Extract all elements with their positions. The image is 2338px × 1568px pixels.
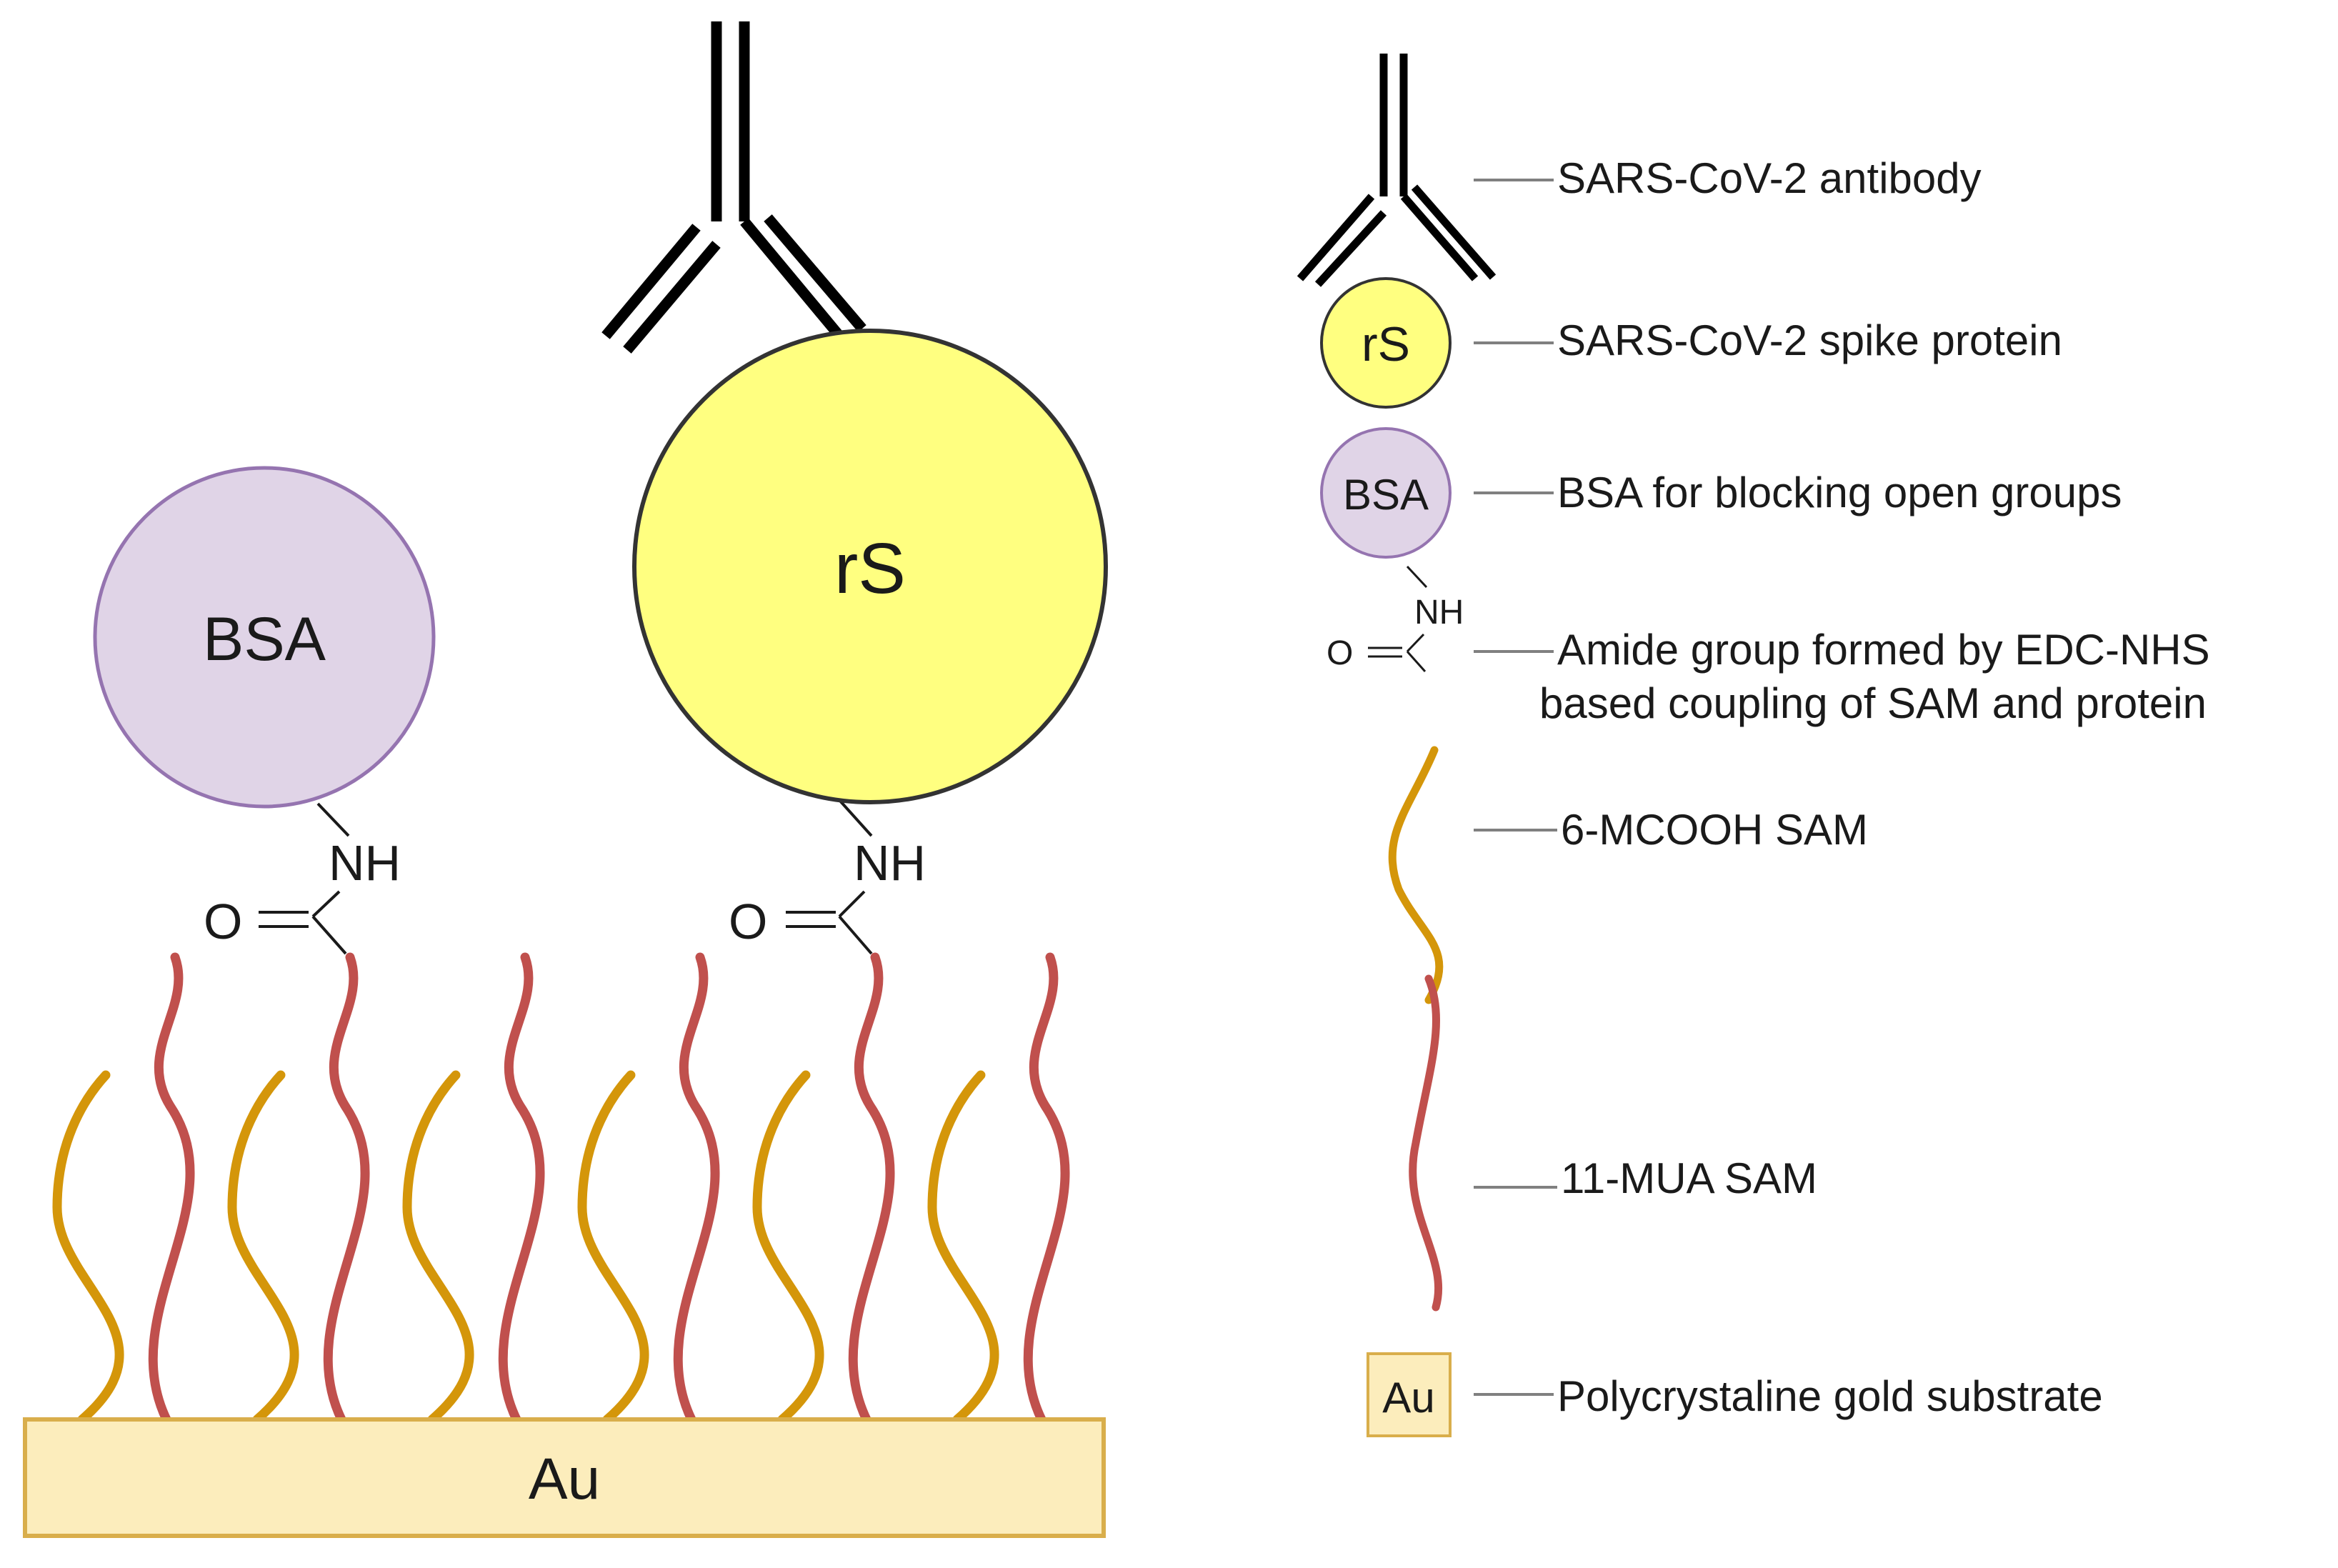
legend-label-mcooh: 6-MCOOH SAM xyxy=(1561,806,1868,854)
legend-label-bsa: BSA for blocking open groups xyxy=(1557,469,2122,516)
amide-o-left: O xyxy=(204,894,242,949)
mua-chain xyxy=(148,952,195,1424)
bsa-label: BSA xyxy=(203,605,326,674)
mua-chain xyxy=(848,952,895,1424)
mcooh-chain xyxy=(927,1070,999,1424)
legend-amide-o: O xyxy=(1327,634,1353,672)
legend: SARS-CoV-2 antibody rS SARS-CoV-2 spike … xyxy=(1297,54,2210,1437)
amide-c-n-bond xyxy=(311,890,341,918)
legend-mcooh-chain-icon xyxy=(1388,746,1444,1004)
gold-substrate-block xyxy=(23,1417,1106,1538)
legend-label-antibody: SARS-CoV-2 antibody xyxy=(1557,154,1982,202)
legend-spike-protein-icon xyxy=(1320,277,1452,409)
legend-mua-chain-icon xyxy=(1409,974,1443,1312)
legend-label-amide-line1: Amide group formed by EDC-NHS xyxy=(1557,626,2210,674)
bsa-circle xyxy=(93,466,436,809)
gold-substrate: Au xyxy=(23,1417,1106,1538)
legend-bsa-icon xyxy=(1320,427,1452,559)
mcooh-chain xyxy=(227,1070,299,1424)
legend-gold-substrate-symbol: Au xyxy=(1382,1374,1434,1422)
gold-substrate-label: Au xyxy=(529,1447,600,1512)
antibody-arm-right-inner xyxy=(740,218,844,339)
mcooh-chain xyxy=(752,1070,824,1424)
antibody-arm-left-outer xyxy=(601,224,701,339)
amide-c-chain-bond xyxy=(838,915,873,955)
mcooh-sam-chains xyxy=(52,1070,999,1424)
spike-protein-molecule: rS xyxy=(632,329,1108,804)
amide-nh-left: NH xyxy=(329,835,401,891)
legend-amide-icon xyxy=(1368,565,1428,672)
antibody-arm-left-outer xyxy=(1297,194,1375,281)
antibody-arm-right-inner xyxy=(1400,194,1479,281)
mua-chain xyxy=(1023,952,1070,1424)
amide-bond-to-rs xyxy=(838,799,873,837)
mua-sam-chains xyxy=(148,952,1070,1424)
mcooh-chain xyxy=(52,1070,124,1424)
antibody-arm-left-inner xyxy=(623,241,721,354)
amide-bond-to-protein xyxy=(1406,565,1428,589)
legend-amide-nh: NH xyxy=(1414,594,1464,631)
mcooh-chain xyxy=(402,1070,474,1424)
mua-chain xyxy=(323,952,370,1424)
spike-protein-label: rS xyxy=(834,529,906,609)
substrate-chains xyxy=(52,952,1070,1424)
amide-c-n-bond xyxy=(838,890,866,918)
mua-chain xyxy=(673,952,720,1424)
legend-gold-substrate-icon xyxy=(1367,1352,1452,1437)
antibody-arm-left-inner xyxy=(1314,210,1387,287)
antibody-arm-right-outer xyxy=(1411,184,1497,280)
amide-c-chain-bond xyxy=(311,915,347,955)
amide-nh-right: NH xyxy=(854,835,926,891)
legend-label-mua: 11-MUA SAM xyxy=(1561,1154,1817,1202)
antibody-arm-right-outer xyxy=(764,214,866,332)
mcooh-chain xyxy=(577,1070,649,1424)
bsa-molecule: BSA xyxy=(93,466,436,809)
legend-label-amide-line2: based coupling of SAM and protein xyxy=(1539,679,2207,727)
amide-group-right xyxy=(786,799,873,955)
legend-label-gold: Polycrystaline gold substrate xyxy=(1557,1372,2103,1420)
legend-spike-protein-symbol: rS xyxy=(1362,317,1410,371)
amide-c-n-bond xyxy=(1406,633,1425,653)
amide-bond-to-bsa xyxy=(316,802,350,837)
mua-chain xyxy=(498,952,545,1424)
legend-antibody-icon xyxy=(1297,54,1497,287)
amide-o-right: O xyxy=(729,894,767,949)
amide-group-left xyxy=(259,802,350,955)
legend-bsa-symbol: BSA xyxy=(1343,471,1429,519)
legend-label-spike-protein: SARS-CoV-2 spike protein xyxy=(1557,316,2062,364)
antibody-main xyxy=(601,21,866,354)
amide-c-chain-bond xyxy=(1406,651,1427,672)
spike-protein-circle xyxy=(632,329,1108,804)
